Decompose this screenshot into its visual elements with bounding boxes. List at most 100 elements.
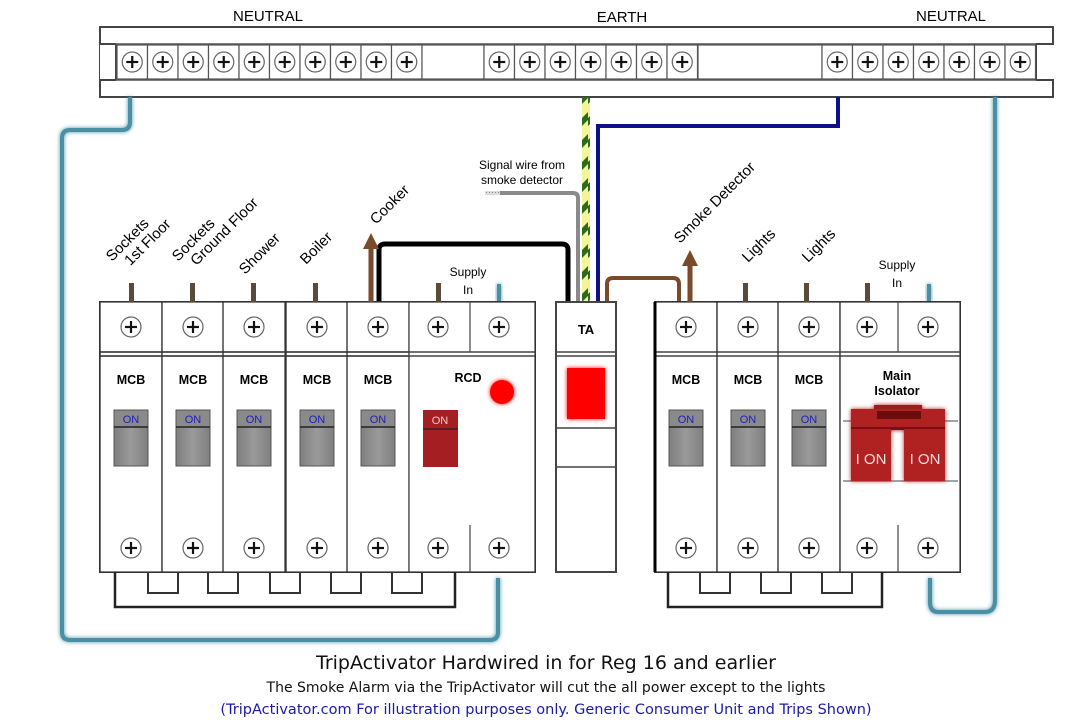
screw-terminal-icon — [737, 316, 759, 338]
screw-terminal-icon — [120, 316, 142, 338]
left-mcb-1[interactable]: MCB ON — [161, 301, 225, 573]
screw-terminal-icon — [306, 537, 328, 559]
mcb-toggle[interactable]: ON — [791, 409, 827, 467]
screw-terminal-icon — [120, 537, 142, 559]
earth-terminal — [666, 44, 699, 80]
screw-terminal-icon — [182, 537, 204, 559]
mcb-toggle[interactable]: ON — [730, 409, 766, 467]
neutral-wire-left — [60, 97, 500, 642]
circuit-label-left-4: Cooker — [367, 182, 413, 228]
screw-terminal-icon — [243, 316, 265, 338]
screw-terminal-icon — [826, 51, 848, 73]
earth-terminal — [483, 44, 516, 80]
neutral-terminal-left — [390, 44, 423, 80]
neutral-wire-right — [928, 97, 997, 614]
isolator-label-1: Main — [883, 369, 911, 383]
screw-terminal-icon — [856, 316, 878, 338]
ta-indicator — [567, 368, 605, 419]
rcd-toggle[interactable]: ON — [423, 410, 458, 467]
mcb-toggle[interactable]: ON — [668, 409, 704, 467]
neutral-terminal-right — [821, 44, 854, 80]
circuit-label-right-1: Lights — [739, 226, 779, 266]
caption-subtitle: The Smoke Alarm via the TripActivator wi… — [266, 680, 826, 696]
comb-busbar-left — [113, 572, 457, 609]
mcb-label: MCB — [117, 373, 145, 387]
screw-terminal-icon — [798, 537, 820, 559]
screw-terminal-icon — [182, 316, 204, 338]
neutral-terminal-left — [329, 44, 362, 80]
comb-busbar-right — [666, 572, 884, 609]
rcd[interactable]: RCD ON — [100, 301, 536, 573]
mcb-toggle[interactable]: ON — [299, 409, 335, 467]
left-consumer-unit: MCBONMCBONMCBONMCBONMCBONRCDONSupplyInSo… — [99, 182, 536, 609]
screw-terminal-icon — [737, 537, 759, 559]
isolator-label-2: Isolator — [874, 384, 919, 398]
mcb-state: ON — [246, 414, 263, 426]
rcd-test-button[interactable] — [490, 380, 514, 404]
screw-terminal-icon — [121, 51, 143, 73]
screw-terminal-icon — [917, 537, 939, 559]
screw-terminal-icon — [675, 316, 697, 338]
neutral-terminal-left — [177, 44, 210, 80]
mcb-label: MCB — [179, 373, 207, 387]
neutral-label-left: NEUTRAL — [233, 8, 303, 25]
outgoing-wire-3 — [313, 283, 318, 302]
lights-wire-0 — [743, 283, 748, 302]
neutral-terminal-right — [851, 44, 884, 80]
neutral-label-right: NEUTRAL — [916, 8, 986, 25]
supply-in-label-right-2: In — [892, 276, 902, 290]
rcd-state: ON — [432, 415, 449, 427]
screw-terminal-icon — [580, 51, 602, 73]
mcb-toggle[interactable]: ON — [113, 409, 149, 467]
smoke-detector-arrow — [682, 250, 698, 302]
outgoing-wire-1 — [190, 283, 195, 302]
screw-terminal-icon — [798, 316, 820, 338]
screw-terminal-icon — [243, 51, 265, 73]
screw-terminal-icon — [182, 51, 204, 73]
mcb-toggle[interactable]: ON — [175, 409, 211, 467]
screw-terminal-icon — [918, 51, 940, 73]
neutral-terminal-right — [973, 44, 1006, 80]
screw-terminal-icon — [917, 316, 939, 338]
screw-terminal-icon — [549, 51, 571, 73]
screw-terminal-icon — [675, 537, 697, 559]
mcb-state: ON — [123, 414, 140, 426]
earth-terminal — [513, 44, 546, 80]
screw-terminal-icon — [641, 51, 663, 73]
earth-wire — [582, 97, 590, 302]
rcd-label: RCD — [454, 371, 481, 385]
bus-bar — [99, 26, 1054, 98]
mcb-state: ON — [801, 414, 818, 426]
black-wire — [376, 241, 571, 302]
neutral-terminal-left — [268, 44, 301, 80]
supply-in-label-left-2: In — [463, 283, 473, 297]
isolator-state-right: I ON — [910, 451, 941, 468]
screw-terminal-icon — [887, 51, 909, 73]
screw-terminal-icon — [979, 51, 1001, 73]
screw-terminal-icon — [427, 316, 449, 338]
mcb-toggle[interactable]: ON — [236, 409, 272, 467]
neutral-terminal-left — [360, 44, 393, 80]
circuit-label-left-0: Sockets1st Floor — [103, 204, 175, 276]
neutral-terminal-left — [238, 44, 271, 80]
circuit-label-right-2: Lights — [799, 226, 839, 266]
screw-terminal-icon — [396, 51, 418, 73]
screw-terminal-icon — [671, 51, 693, 73]
ta-label: TA — [578, 322, 595, 337]
outgoing-wire-0 — [129, 283, 134, 302]
mcb-toggle[interactable]: ON — [360, 409, 396, 467]
blue-wire — [596, 97, 840, 302]
left-mcb-0[interactable]: MCB ON — [99, 301, 163, 573]
signal-wire — [500, 191, 580, 302]
circuit-label-left-2: Shower — [236, 230, 284, 278]
